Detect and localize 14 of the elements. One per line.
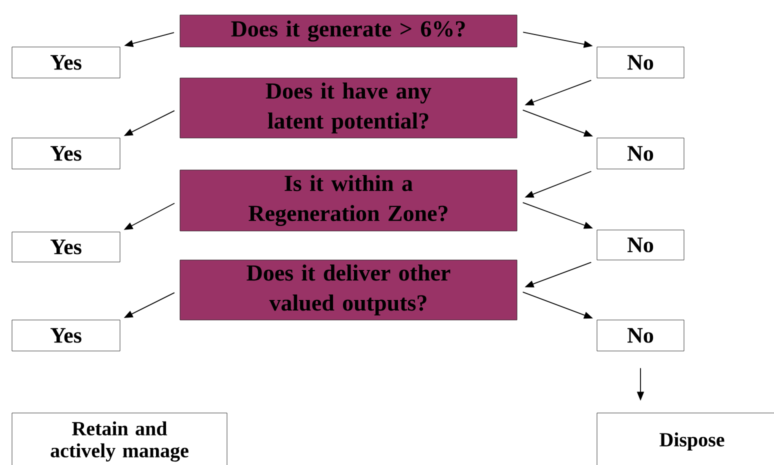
question-box: Does it have any latent potential?	[180, 78, 518, 138]
answer-box: Yes	[12, 138, 120, 170]
answer-box: No	[596, 320, 684, 352]
outcome-box: Retain and actively manage	[12, 412, 228, 465]
question-box: Does it generate > 6%?	[180, 14, 518, 48]
question-box: Is it within a Regeneration Zone?	[180, 170, 518, 232]
answer-box: No	[596, 230, 684, 260]
answer-box: No	[596, 46, 684, 78]
answer-box: Yes	[12, 320, 120, 352]
answer-box: No	[596, 138, 684, 170]
outcome-box: Dispose	[596, 412, 774, 465]
question-box: Does it deliver other valued outputs?	[180, 260, 518, 320]
answer-box: Yes	[12, 232, 120, 262]
answer-box: Yes	[12, 46, 120, 78]
